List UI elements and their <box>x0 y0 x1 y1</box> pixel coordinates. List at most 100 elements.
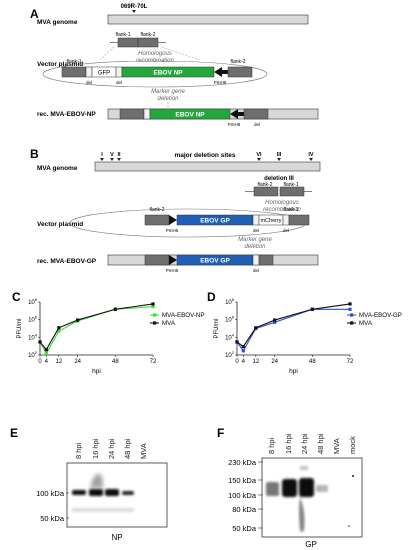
x-tick-label: 48 <box>309 359 316 365</box>
marker-f-100: 100 kDa <box>228 491 257 500</box>
data-point <box>235 340 239 344</box>
panel-a: A 069R-70L MVA genome flank-1 flank-2 Ho… <box>30 4 319 127</box>
del-label-rec-a: del <box>254 122 260 127</box>
data-point <box>57 329 61 333</box>
site-marker-iii: III <box>277 152 282 158</box>
marker-e-50: 50 kDa <box>40 514 65 523</box>
data-point <box>241 349 245 353</box>
data-point <box>273 320 277 324</box>
lane-label: 48 hpi <box>316 433 325 454</box>
legend-label: MVA <box>359 320 373 327</box>
vector-label-a: Vector plasmid <box>37 61 83 68</box>
rec-label-b: rec. MVA-EBOV-GP <box>37 258 97 265</box>
y-tick-label: 106 <box>28 315 38 324</box>
lane-label: 16 hpi <box>284 433 293 454</box>
x-tick-label: 48 <box>112 359 119 365</box>
flank1-box-top-a <box>117 37 139 48</box>
promoter-arrow-icon-rec-b <box>169 255 177 265</box>
ebov-np-label-rec: EBOV NP <box>175 112 205 119</box>
x-axis-label: hpi <box>92 368 101 375</box>
x-tick-label: 12 <box>252 359 259 365</box>
band-e-16hpi <box>89 489 103 496</box>
flank2-box-top-a <box>137 37 159 48</box>
promoter-arrow-icon-b <box>169 215 177 225</box>
lane-label: 16 hpi <box>91 438 100 459</box>
del-label-2-b: del <box>283 228 289 233</box>
caption-e: NP <box>111 533 122 542</box>
band-e-24hpi <box>105 489 119 496</box>
lane-label: 24 hpi <box>300 433 309 454</box>
x-tick-label: 72 <box>150 359 157 365</box>
homologous-label-a: Homologous <box>138 51 172 57</box>
data-point <box>113 307 117 311</box>
data-point <box>310 307 314 311</box>
lane-label: 8 hpi <box>267 437 276 454</box>
x-tick-label: 0 <box>235 359 239 365</box>
flank1-label-vec-b: flank-1 <box>283 207 298 213</box>
caption-f: GP <box>305 540 317 549</box>
y-axis-label: PFU/ml <box>214 319 220 339</box>
legend-marker <box>350 313 354 317</box>
x-tick-label: 24 <box>74 359 81 365</box>
data-point <box>254 326 258 330</box>
lane-label: MVA <box>139 443 148 459</box>
mcherry-label: mCherry <box>260 218 281 224</box>
homologous-label-b: Homologous <box>265 200 299 206</box>
promoter-label-vec-b: PmH5 <box>166 228 179 233</box>
panel-b-letter: B <box>30 147 39 161</box>
legend-label: MVA <box>162 320 176 327</box>
data-point <box>38 340 42 344</box>
flank2-box-vec-b <box>144 214 170 226</box>
data-point <box>151 305 155 309</box>
y-tick-label: 104 <box>225 332 235 341</box>
promoter-label-rec-b: PmH5 <box>166 268 179 273</box>
panel-b: B major deletion sites I V II VI III IV … <box>30 147 321 273</box>
data-point <box>151 302 155 306</box>
ebov-np-label-vec: EBOV NP <box>153 70 183 77</box>
legend-label: MVA-EBOV-GP <box>359 312 402 319</box>
lane-label: mock <box>348 436 357 454</box>
locus-arrow-icon <box>132 10 136 13</box>
data-point <box>76 318 80 322</box>
flank2-label-vec-b: flank-2 <box>149 207 164 213</box>
del-label-rec-b: del <box>253 268 259 273</box>
flank1-label-top-a: flank-1 <box>115 32 130 38</box>
ebov-gp-label-rec: EBOV GP <box>200 258 230 265</box>
y-tick-label: 102 <box>225 350 235 359</box>
flank1-label-top-b: flank-1 <box>283 182 298 188</box>
x-tick-label: 72 <box>347 359 354 365</box>
promoter-label-vec-a: PmH5 <box>214 80 227 85</box>
marker-f-50: 50 kDa <box>232 524 257 533</box>
recombination-label-b: recombination <box>263 207 301 213</box>
lane-label: MVA <box>332 438 341 454</box>
promoter-arrow-icon-a <box>214 67 228 77</box>
ebov-gp-label-vec: EBOV GP <box>200 218 230 225</box>
band-e-48hpi <box>122 491 134 495</box>
data-point <box>273 318 277 322</box>
series-line-1 <box>39 303 154 351</box>
blot-f-frame <box>261 457 363 538</box>
gfp-label: GFP <box>98 71 110 77</box>
data-point <box>44 351 48 356</box>
x-tick-label: 24 <box>271 359 278 365</box>
flank2-label-vec-a: flank-2 <box>230 59 245 65</box>
mva-genome-bar-b <box>94 161 321 172</box>
deletion-label-a: deletion <box>157 96 179 102</box>
locus-label: 069R-70L <box>121 4 148 10</box>
smear-f-24hpi <box>299 497 305 532</box>
legend-label: MVA-EBOV-NP <box>162 312 205 319</box>
x-tick-label: 0 <box>38 359 42 365</box>
lane-label: 8 hpi <box>74 442 83 459</box>
panel-f: F 230 kDa 150 kDa 100 kDa 80 kDa 50 kDa … <box>217 426 363 549</box>
data-point <box>57 326 61 330</box>
marker-f-80: 80 kDa <box>232 505 257 514</box>
panel-e-letter: E <box>10 426 18 440</box>
band-f-24hpi <box>299 478 314 497</box>
del-label-2-a: del <box>116 80 122 85</box>
deletion-iii-label: deletion III <box>264 176 294 182</box>
legend-marker <box>350 321 354 325</box>
x-tick-label: 4 <box>242 359 246 365</box>
panel-a-letter: A <box>30 7 39 21</box>
